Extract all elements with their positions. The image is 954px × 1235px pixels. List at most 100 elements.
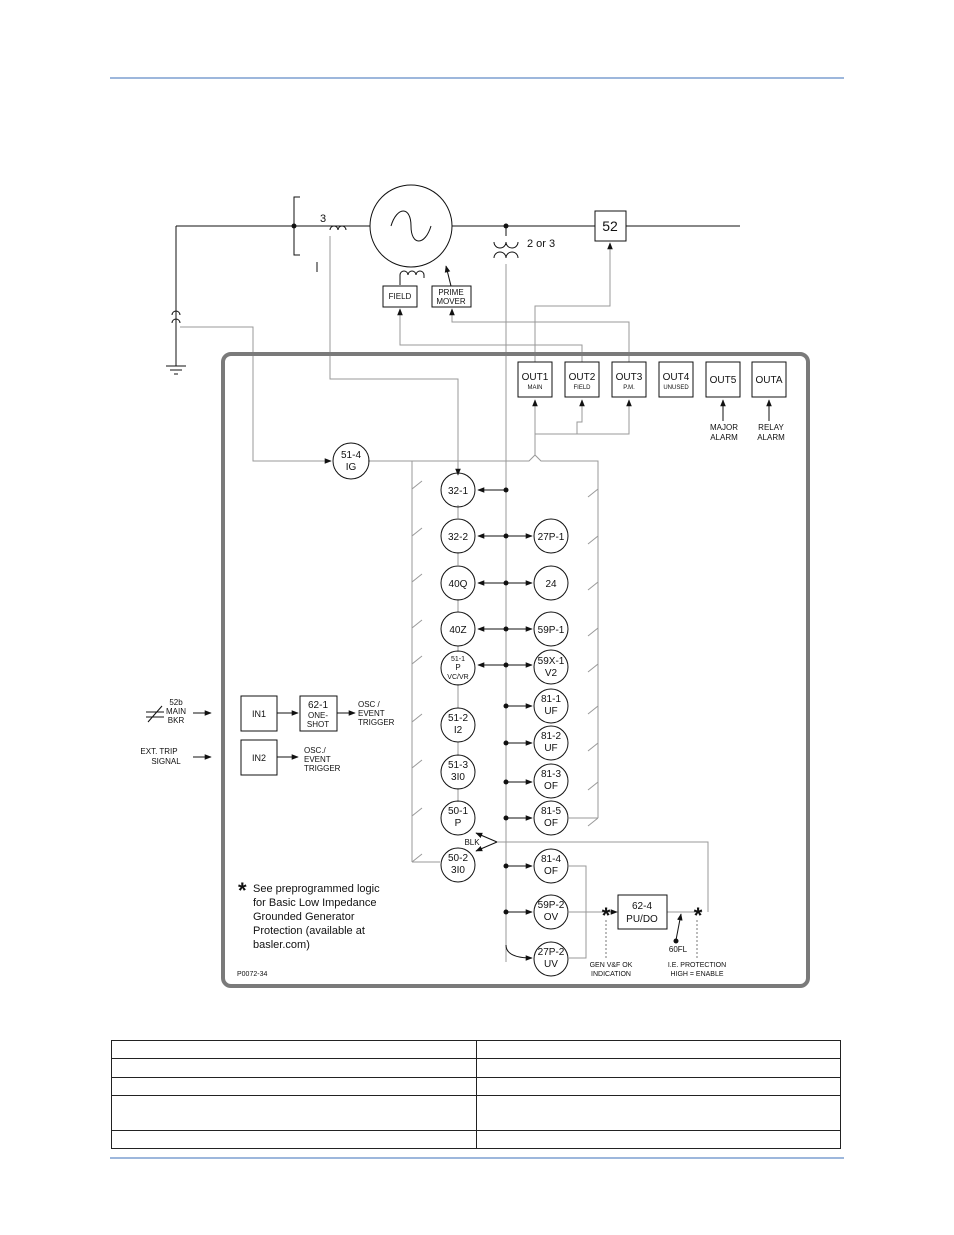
- element-81-5-label: 81-5: [541, 806, 561, 817]
- element-27p-1-label: 27P-1: [538, 532, 565, 543]
- table-cell: [476, 1077, 841, 1096]
- ie-prot-line1: I.E. PROTECTION: [668, 962, 726, 969]
- field-label: FIELD: [389, 292, 412, 301]
- out3-box: OUT3 P.M.: [611, 361, 647, 398]
- relay-frame: [221, 352, 810, 988]
- ct-count-label: 3: [320, 213, 326, 225]
- ie-prot-line2: HIGH = ENABLE: [670, 971, 723, 978]
- out1-sublabel: MAIN: [528, 385, 543, 391]
- out3-sublabel: P.M.: [623, 385, 635, 391]
- field-box: [382, 285, 418, 308]
- element-27p-2-sublabel: UV: [544, 959, 558, 970]
- element-51-2: 51-2 I2: [440, 707, 476, 743]
- in2-label: IN2: [252, 753, 266, 763]
- note-line5: basler.com): [253, 939, 310, 951]
- table-cell: [111, 1058, 477, 1078]
- element-51-1-mode: VC/VR: [447, 674, 468, 681]
- element-51-2-sublabel: I2: [454, 725, 463, 736]
- element-59p-1-label: 59P-1: [538, 625, 565, 636]
- prime-mover-line2: MOVER: [436, 297, 466, 306]
- relay-alarm-line1: RELAY: [758, 423, 784, 432]
- protection-elements-right: 27P-1 24 59P-1 59X-1 V2 81-1 UF 81-2 UF …: [533, 518, 569, 977]
- table-row: [111, 1040, 841, 1059]
- element-50-2-label: 50-2: [448, 853, 468, 864]
- element-59p-2-sublabel: OV: [544, 912, 559, 923]
- note-line4: Protection (available at: [253, 925, 365, 937]
- blk-label: BLK: [464, 838, 480, 847]
- element-51-2-label: 51-2: [448, 713, 468, 724]
- element-27p-2-label: 27P-2: [538, 947, 565, 958]
- element-81-1-label: 81-1: [541, 694, 561, 705]
- element-81-5: 81-5 OF: [533, 800, 569, 836]
- out4-label: OUT4: [663, 372, 690, 383]
- header-rule: [110, 77, 844, 79]
- element-32-1: 32-1: [440, 472, 476, 508]
- element-81-5-sublabel: OF: [544, 818, 558, 829]
- inputs-group: IN1 IN2 62-1 ONE- SHOT OSC / EVENT TRIGG…: [140, 695, 395, 776]
- phase-ct-icon: [329, 225, 347, 231]
- asterisk-gen-vf: *: [602, 903, 611, 928]
- prime-mover-box: [431, 285, 472, 308]
- element-27p-2: 27P-2 UV: [533, 941, 569, 977]
- outputs-group: OUT1 MAIN OUT2 FIELD OUT3 P.M. OUT4 UNUS…: [517, 361, 787, 455]
- out1-label: OUT1: [522, 372, 549, 383]
- table-row: [111, 1058, 841, 1078]
- out2-sublabel: FIELD: [573, 385, 591, 391]
- vt-secondary-icon: [493, 251, 519, 259]
- breaker-contact-icon: [146, 705, 164, 723]
- neutral-ct-icon: [171, 310, 181, 324]
- element-50-2: 50-2 3I0: [440, 847, 476, 883]
- element-51-1: 51-1 P VC/VR: [440, 650, 476, 686]
- osc1-line3: TRIGGER: [358, 718, 395, 727]
- table-cell: [111, 1095, 477, 1131]
- asterisk-ie: *: [694, 903, 703, 928]
- external-wiring: [180, 236, 630, 962]
- oneshot-line2: ONE-: [308, 711, 328, 720]
- element-81-1: 81-1 UF: [533, 688, 569, 724]
- element-40q: 40Q: [440, 565, 476, 601]
- timer-62-4: 62-4 PU/DO: [617, 894, 668, 930]
- element-59x-1: 59X-1 V2: [533, 649, 569, 685]
- table-cell: [476, 1058, 841, 1078]
- element-81-2-label: 81-2: [541, 731, 561, 742]
- note-asterisk: *: [238, 878, 247, 903]
- element-24: 24: [533, 565, 569, 601]
- element-50-2-sublabel: 3I0: [451, 865, 465, 876]
- out5-label: OUT5: [710, 375, 737, 386]
- element-81-4-label: 81-4: [541, 854, 561, 865]
- major-alarm-line1: MAJOR: [710, 423, 738, 432]
- element-40z: 40Z: [440, 611, 476, 647]
- ext-trip-line1: EXT. TRIP: [140, 747, 177, 756]
- vt-label: 2 or 3: [527, 238, 555, 250]
- prime-mover-line1: PRIME: [438, 288, 463, 297]
- figure-id: P0072-34: [237, 971, 267, 978]
- element-51-3-label: 51-3: [448, 760, 468, 771]
- element-51-1-sublabel: P: [455, 663, 460, 672]
- element-51-4-label: 51-4: [341, 450, 361, 461]
- table-cell: [111, 1130, 477, 1149]
- table-cell: [476, 1130, 841, 1149]
- out1-box: OUT1 MAIN: [517, 361, 553, 398]
- table-cell: [476, 1095, 841, 1131]
- element-50-1: 50-1 P: [440, 800, 476, 836]
- main-bkr-line3: BKR: [168, 716, 185, 725]
- major-alarm-line2: ALARM: [710, 433, 738, 442]
- footer-rule: [110, 1157, 844, 1159]
- oneshot-line3: SHOT: [307, 720, 329, 729]
- note-line3: Grounded Generator: [253, 911, 355, 923]
- empty-table: [111, 1040, 841, 1149]
- element-50-1-label: 50-1: [448, 806, 468, 817]
- logic-bus: BLK: [368, 454, 709, 961]
- gen-vf-line1: GEN V&F OK: [590, 962, 633, 969]
- timer-label: 62-4: [632, 901, 652, 912]
- protection-elements-left: 51-4 IG 32-1 32-2 40Q 40Z 51-1 P VC/VR 5…: [332, 442, 476, 883]
- element-50-1-sublabel: P: [455, 818, 462, 829]
- field-winding-icon: [399, 270, 425, 276]
- table-row: [111, 1095, 841, 1131]
- element-51-1-label: 51-1: [451, 656, 465, 663]
- relay-alarm-line2: ALARM: [757, 433, 785, 442]
- element-32-1-label: 32-1: [448, 486, 468, 497]
- element-81-1-sublabel: UF: [544, 706, 557, 717]
- element-51-4-sublabel: IG: [346, 462, 357, 473]
- main-bkr-line1: 52b: [169, 698, 183, 707]
